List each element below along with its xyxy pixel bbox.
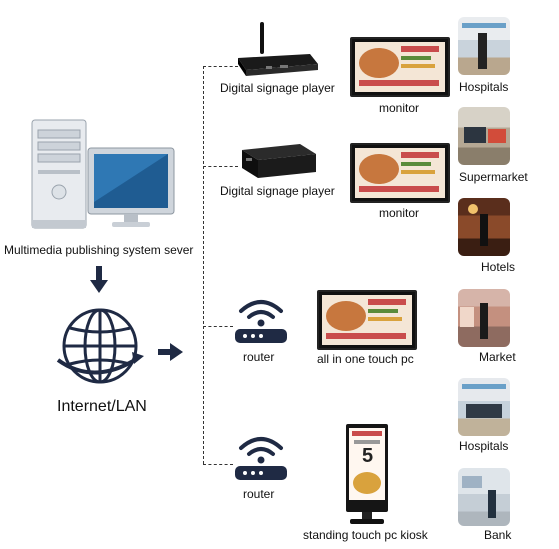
venue-label-4: Market (479, 350, 516, 364)
venue-label-1: Hospitals (459, 80, 509, 94)
server-computer-icon (31, 119, 175, 229)
branch-2-device-label: Digital signage player (220, 184, 335, 198)
server-label: Multimedia publishing system sever (4, 243, 194, 257)
venue-label-5: Hospitals (459, 439, 509, 453)
venue-photo-hospitals (458, 17, 510, 75)
branch-line-2 (203, 166, 238, 167)
venue-label-3: Hotels (481, 260, 516, 274)
venue-photo-market (458, 289, 510, 347)
branch-line-1 (203, 66, 238, 67)
branch-1-device-label: Digital signage player (220, 81, 335, 95)
router-icon (235, 300, 287, 343)
venue-label-2: Supermarket (459, 170, 528, 184)
standing-kiosk: 5 (346, 424, 388, 524)
branch-line-3 (203, 326, 233, 327)
monitor-1 (350, 37, 450, 97)
venue-label-6: Bank (484, 528, 512, 542)
monitor-2 (350, 143, 450, 203)
arrow-right-icon (158, 343, 183, 361)
branch-2-display-label: monitor (379, 206, 420, 220)
all-in-one-touch-pc (317, 290, 417, 350)
router-icon (235, 437, 287, 480)
kiosk-screen-number: 5 (362, 445, 374, 467)
branch-4-device-label: router (243, 350, 275, 364)
arrow-down-icon (90, 266, 108, 293)
signage-player-icon (238, 22, 318, 76)
network-label: Internet/LAN (57, 398, 147, 415)
venue-photo-hotels (458, 198, 510, 256)
branch-line-4 (203, 464, 233, 465)
branch-1-display-label: monitor (379, 101, 420, 115)
branch-6-display-label: standing touch pc kiosk (303, 528, 428, 542)
venue-photo-bank (458, 468, 510, 526)
signage-player-icon (242, 144, 316, 178)
venue-photo-hospitals-2 (458, 378, 510, 436)
branch-4-display-label: all in one touch pc (317, 352, 414, 366)
branch-6-device-label: router (243, 487, 275, 501)
venue-photo-supermarket (458, 107, 510, 165)
trunk-line (203, 66, 204, 464)
globe-icon (56, 308, 144, 384)
